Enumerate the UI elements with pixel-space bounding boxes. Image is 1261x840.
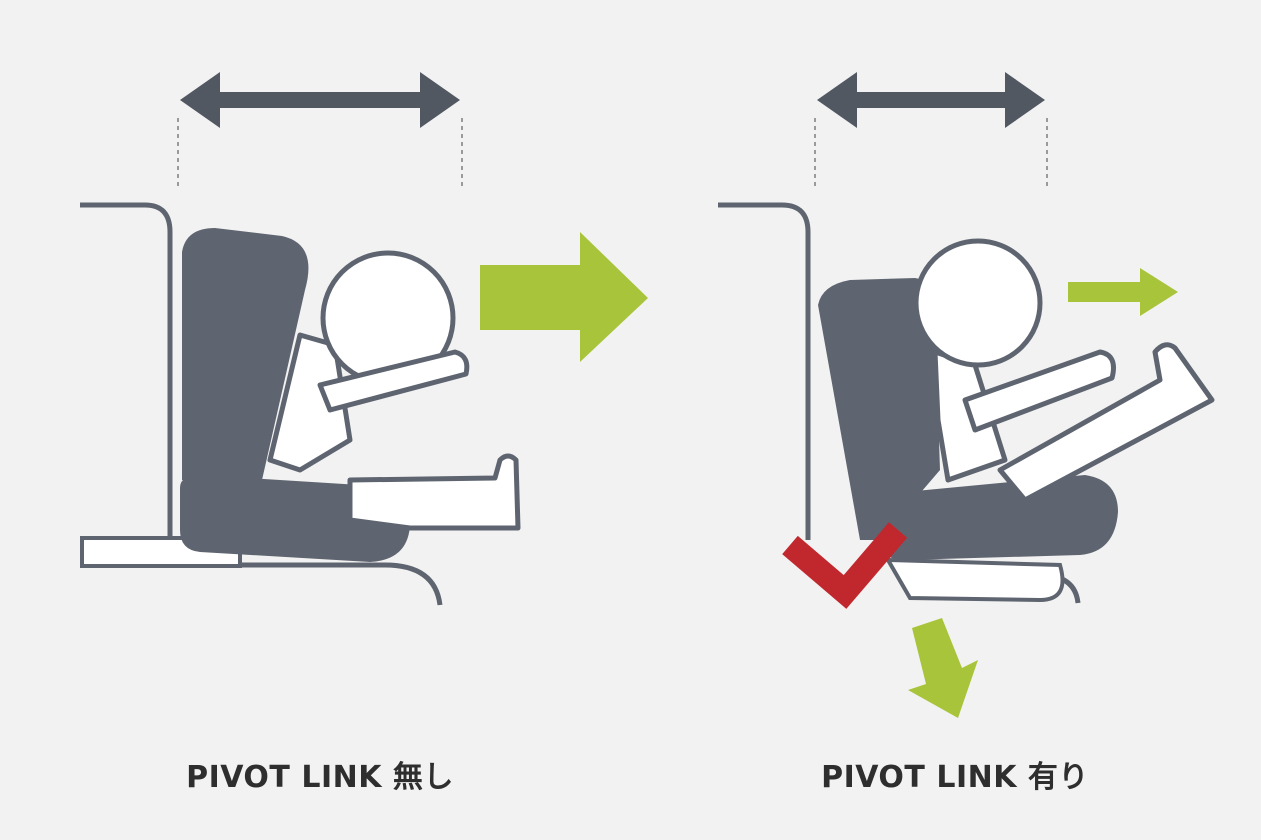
panel-without-pivot-link xyxy=(80,72,648,606)
caption-with-pivot-link: PIVOT LINK 有り xyxy=(821,760,1089,795)
panel-with-pivot-link xyxy=(718,72,1215,718)
vehicle-seat-back-outline-right xyxy=(718,202,811,540)
vehicle-seat-cushion-outline xyxy=(80,562,443,606)
tilted-base xyxy=(884,557,1065,603)
pivot-link-mark xyxy=(782,522,908,609)
vehicle-seat-back-outline xyxy=(80,202,173,540)
child-seat-cushion-tilted xyxy=(880,475,1118,560)
width-double-arrow-right xyxy=(817,72,1045,128)
child-figure-left xyxy=(267,250,521,531)
downward-force-arrow xyxy=(908,618,978,718)
caption-without-pivot-link: PIVOT LINK 無し xyxy=(186,760,454,795)
child-seat-backrest xyxy=(182,228,309,480)
forward-force-arrow-small xyxy=(1068,268,1178,316)
child-figure-right xyxy=(913,238,1215,503)
child-seat-backrest-tilted xyxy=(818,278,940,540)
forward-force-arrow-large xyxy=(480,232,648,362)
width-double-arrow-left xyxy=(180,72,460,128)
